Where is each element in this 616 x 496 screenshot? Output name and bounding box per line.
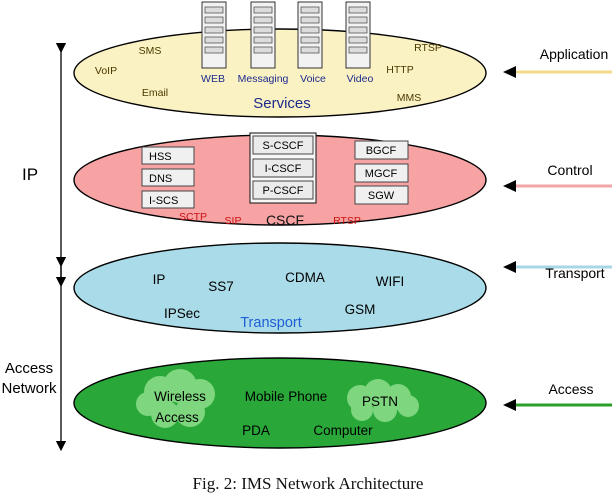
s-cscf-label: S-CSCF — [263, 140, 304, 152]
transport-ellipse — [73, 242, 487, 334]
mgcf-label: MGCF — [365, 168, 398, 180]
server-label-messaging: Messaging — [238, 73, 289, 85]
p-cscf-label: P-CSCF — [263, 185, 304, 197]
access-computer: Computer — [313, 423, 373, 438]
transport-layer-label: Transport — [545, 265, 605, 281]
i-cscf-label: I-CSCF — [265, 163, 302, 175]
access-layer-arrow — [503, 399, 612, 411]
server-label-voice: Voice — [300, 73, 326, 85]
protocol-mms: MMS — [397, 92, 422, 104]
ip-label: IP — [22, 165, 38, 184]
s-cscf-box — [252, 135, 314, 155]
protocol-sctp: SCTP — [179, 211, 207, 223]
hss-box — [141, 146, 195, 165]
ims-architecture-diagram: IP Access Network — [1, 1, 612, 452]
transport-ipsec: IPSec — [164, 306, 200, 321]
control-layer: HSS DNS I-SCS S-CSCF I-CSCF P-CSCF BGCF … — [73, 132, 487, 228]
hss-label: HSS — [149, 151, 172, 163]
access-pda: PDA — [242, 423, 270, 438]
protocol-sms: SMS — [139, 45, 162, 57]
transport-wifi: WIFI — [376, 274, 405, 289]
access-label-line1: Access — [5, 360, 53, 377]
protocol-http: HTTP — [386, 64, 413, 76]
transport-layer-arrow — [503, 261, 612, 273]
services-layer: WEB Messaging Voice Video SMS VoIP Email… — [73, 1, 487, 118]
sgw-box — [354, 185, 409, 205]
transport-gsm: GSM — [345, 302, 376, 317]
sgw-label: SGW — [368, 190, 395, 202]
protocol-email: Email — [142, 87, 168, 99]
i-scs-label: I-SCS — [149, 195, 178, 207]
left-box-stack: HSS DNS I-SCS — [141, 146, 195, 209]
access-mobile-phone: Mobile Phone — [245, 389, 328, 404]
transport-layer: IP SS7 CDMA WIFI IPSec GSM Transport — [73, 242, 487, 334]
web-server-icon — [201, 1, 227, 69]
messaging-server-icon — [250, 1, 276, 69]
protocol-sip: SIP — [225, 215, 242, 227]
i-scs-box — [141, 190, 195, 209]
bgcf-label: BGCF — [366, 145, 397, 157]
protocol-voip: VoIP — [95, 65, 117, 77]
application-layer-label: Application — [540, 46, 609, 62]
transport-ip: IP — [153, 272, 166, 287]
figure-caption: Fig. 2: IMS Network Architecture — [192, 474, 424, 493]
control-layer-label: Control — [547, 162, 592, 178]
protocol-rtsp-control: RTSP — [333, 215, 361, 227]
control-layer-arrow — [503, 180, 612, 192]
right-box-stack: BGCF MGCF SGW — [354, 140, 409, 205]
application-layer-arrow — [503, 66, 612, 78]
transport-ss7: SS7 — [208, 279, 234, 294]
services-title: Services — [253, 95, 311, 112]
access-pstn: PSTN — [362, 394, 398, 409]
p-cscf-box — [252, 180, 314, 200]
i-cscf-box — [252, 158, 314, 178]
access-layer-label: Access — [548, 381, 593, 397]
dns-box — [141, 168, 195, 187]
server-label-video: Video — [347, 73, 374, 85]
protocol-rtsp: RTSP — [414, 42, 442, 54]
wireless-cloud-icon — [136, 369, 215, 428]
wireless-access-line1: Wireless — [154, 389, 206, 404]
dns-label: DNS — [149, 173, 172, 185]
server-label-web: WEB — [201, 73, 225, 85]
cscf-title: CSCF — [266, 212, 304, 228]
access-layer: Wireless Access Mobile Phone PSTN PDA Co… — [73, 357, 487, 449]
video-server-icon — [345, 1, 371, 69]
wireless-access-line2: Access — [155, 410, 199, 425]
voice-server-icon — [297, 1, 323, 69]
mgcf-box — [354, 163, 409, 183]
pstn-cloud-icon — [347, 379, 419, 422]
services-ellipse — [73, 28, 487, 118]
bgcf-box — [354, 140, 409, 160]
cscf-box-stack: S-CSCF I-CSCF P-CSCF — [249, 132, 317, 204]
transport-cdma: CDMA — [285, 270, 325, 285]
transport-title: Transport — [240, 315, 302, 331]
access-label-line2: Network — [1, 380, 57, 397]
